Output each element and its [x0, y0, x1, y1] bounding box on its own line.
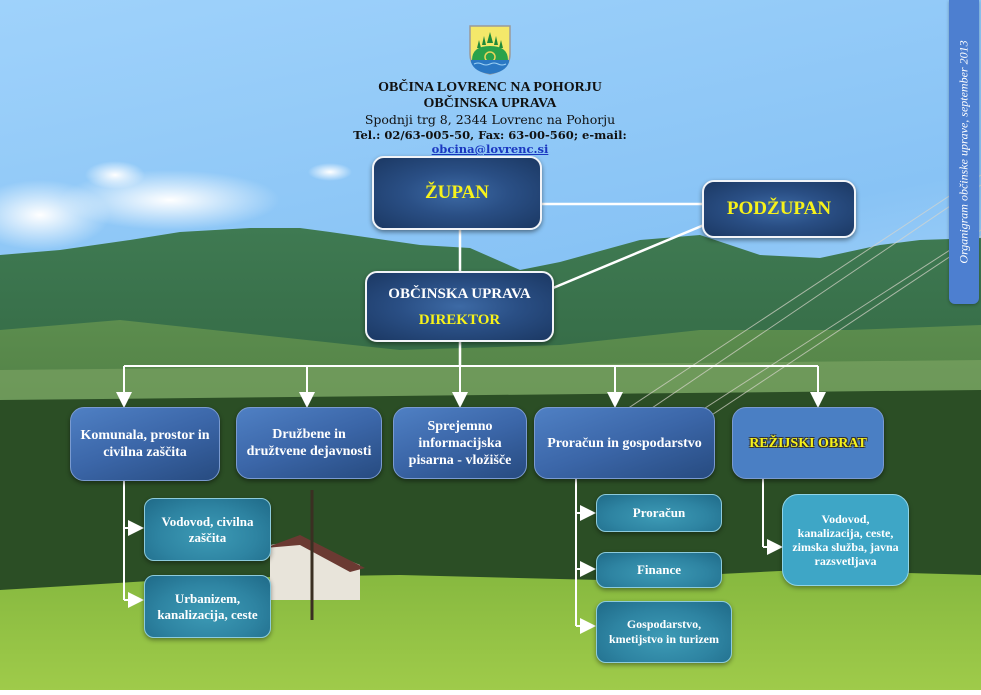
- contact-info: Tel.: 02/63-005-50, Fax: 63-00-560; e-ma…: [300, 128, 680, 156]
- subunit-label: Vodovod, civilna zaščita: [161, 513, 254, 545]
- department-komunala[interactable]: Komunala, prostor in civilna zaščita: [70, 407, 220, 481]
- director-label: DIREKTOR: [418, 311, 501, 328]
- subunit-label: Vodovod, kanalizacija, ceste, zimska slu…: [792, 512, 899, 568]
- email-link[interactable]: obcina@lovrenc.si: [431, 142, 549, 156]
- uprava-label: OBČINSKA UPRAVA: [388, 285, 531, 302]
- side-banner: Organigram občinske uprave, september 20…: [949, 0, 979, 304]
- zupan-label: ŽUPAN: [424, 182, 490, 203]
- department-label: REŽIJSKI OBRAT: [749, 435, 867, 451]
- department-druzbene[interactable]: Družbene in družtvene dejavnosti: [236, 407, 382, 479]
- subunit-label: Finance: [636, 562, 682, 577]
- department-label: Komunala, prostor in civilna zaščita: [80, 428, 210, 460]
- uprava-box[interactable]: OBČINSKA UPRAVA DIREKTOR: [365, 271, 554, 342]
- department-label: Družbene in družtvene dejavnosti: [246, 427, 372, 459]
- subunit-urbanizem[interactable]: Urbanizem, kanalizacija, ceste: [144, 575, 271, 638]
- department-proracun-gospodarstvo[interactable]: Proračun in gospodarstvo: [534, 407, 715, 479]
- administration-name: OBČINSKA UPRAVA: [423, 96, 557, 111]
- municipality-name: OBČINA LOVRENC NA POHORJU: [378, 80, 602, 95]
- subunit-proracun[interactable]: Proračun: [596, 494, 722, 532]
- municipality-header: OBČINA LOVRENC NA POHORJU OBČINSKA UPRAV…: [300, 24, 680, 156]
- department-sprejemna-pisarna[interactable]: Sprejemno informacijska pisarna - vložiš…: [393, 407, 527, 479]
- subunit-label: Gospodarstvo, kmetijstvo in turizem: [609, 617, 719, 646]
- department-rezijski-obrat[interactable]: REŽIJSKI OBRAT: [732, 407, 884, 479]
- zupan-box[interactable]: ŽUPAN: [372, 156, 542, 230]
- subunit-finance[interactable]: Finance: [596, 552, 722, 588]
- subunit-label: Urbanizem, kanalizacija, ceste: [157, 590, 258, 622]
- subunit-vodovod-civilna[interactable]: Vodovod, civilna zaščita: [144, 498, 271, 561]
- subunit-rezijski-services[interactable]: Vodovod, kanalizacija, ceste, zimska slu…: [782, 494, 909, 586]
- department-label: Sprejemno informacijska pisarna - vložiš…: [408, 418, 512, 468]
- subunit-label: Proračun: [632, 505, 686, 520]
- podzupan-label: PODŽUPAN: [726, 198, 832, 219]
- department-label: Proračun in gospodarstvo: [547, 435, 702, 451]
- side-banner-text: Organigram občinske uprave, september 20…: [956, 40, 971, 264]
- coat-of-arms-icon: [469, 25, 511, 75]
- subunit-gospodarstvo[interactable]: Gospodarstvo, kmetijstvo in turizem: [596, 601, 732, 663]
- podzupan-box[interactable]: PODŽUPAN: [702, 180, 856, 238]
- phone-fax: Tel.: 02/63-005-50, Fax: 63-00-560; e-ma…: [353, 128, 627, 142]
- address: Spodnji trg 8, 2344 Lovrenc na Pohorju: [364, 112, 616, 127]
